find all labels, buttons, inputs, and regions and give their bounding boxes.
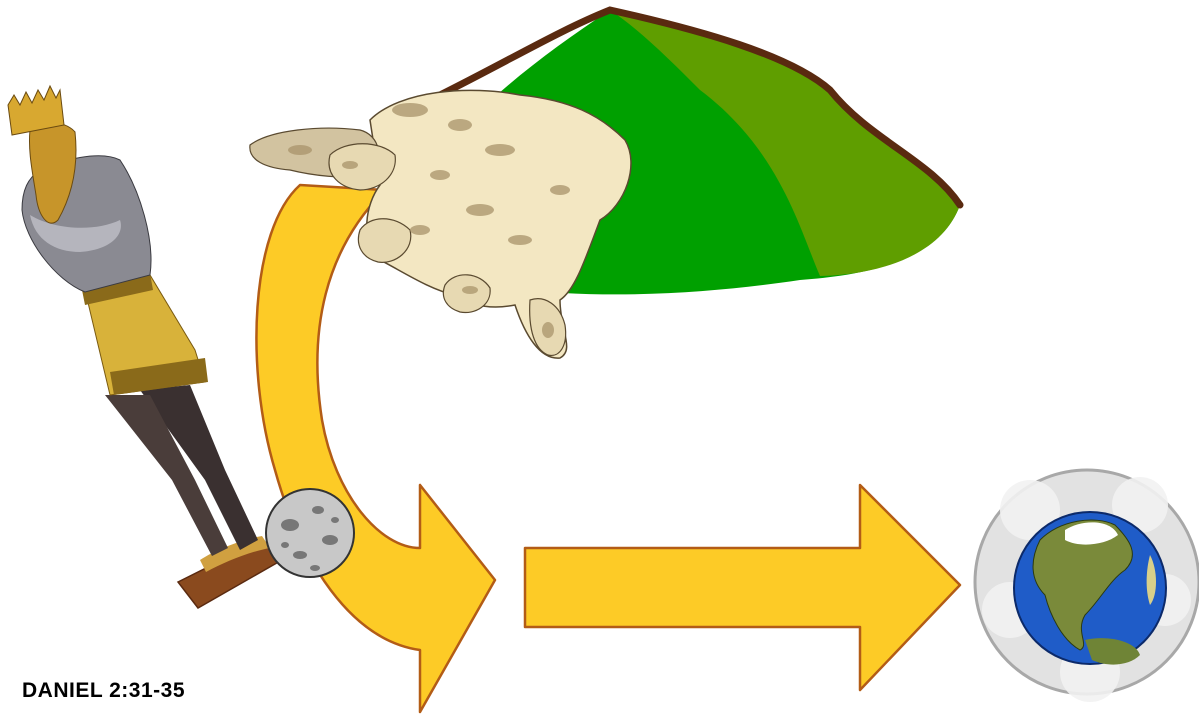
caption-reference: DANIEL 2:31-35 [22, 679, 185, 703]
arrow-icon [525, 485, 960, 690]
statue-icon [8, 86, 282, 608]
earth-icon [975, 470, 1199, 702]
stone-icon [266, 489, 354, 577]
